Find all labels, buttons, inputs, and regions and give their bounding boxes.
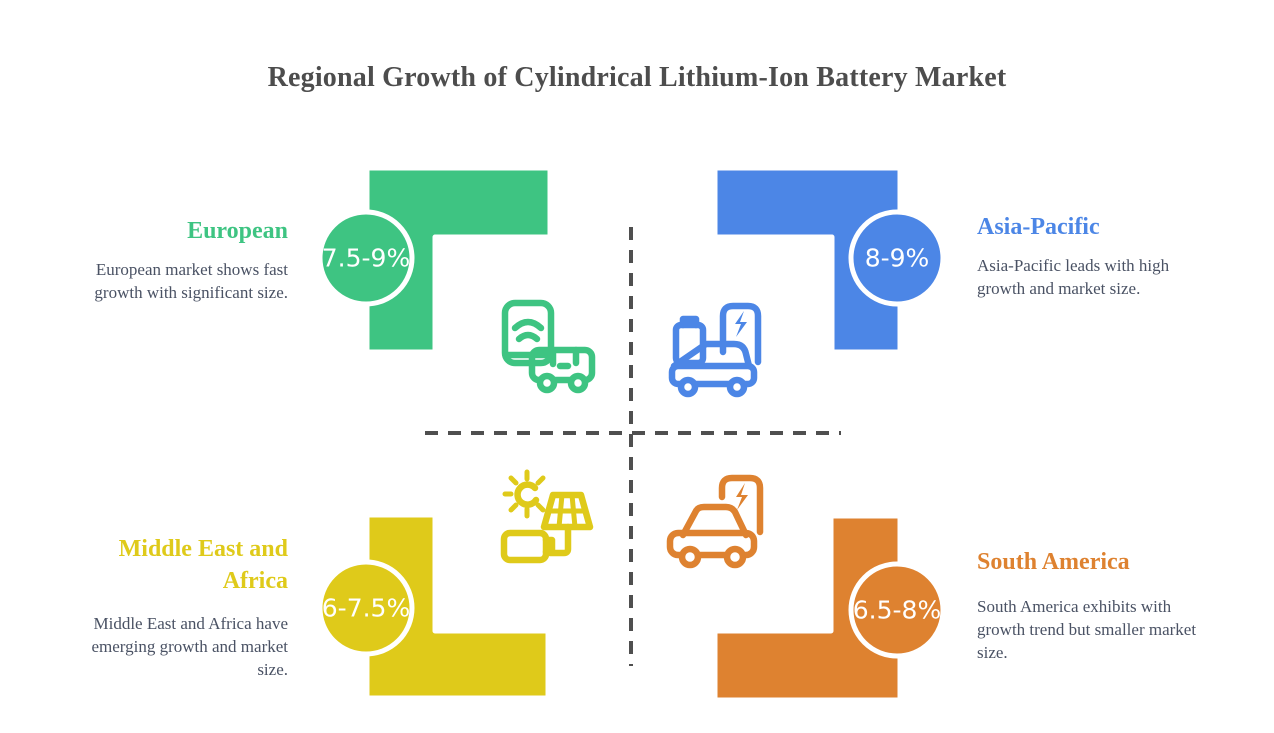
quadrant-european-description: European market shows fast growth with s… xyxy=(94,260,288,302)
quadrant-south-america-title: South America xyxy=(977,549,1130,575)
european-rate-circle xyxy=(317,209,415,307)
quadrant-middle-east-africa-title: Middle East and Africa xyxy=(118,536,288,595)
quadrant-south-america-description: South America exhibits with growth trend… xyxy=(977,597,1197,662)
south-america-rate-circle xyxy=(848,561,946,659)
solar-panel-battery-icon xyxy=(500,469,594,564)
quadrant-european-rate: 7.5-9% xyxy=(321,243,411,273)
asia-pacific-rate-circle xyxy=(848,209,946,307)
car-charging-station-icon xyxy=(666,474,764,569)
quadrant-asia-pacific-rate: 8-9% xyxy=(864,243,930,273)
quadrant-south-america-rate: 6.5-8% xyxy=(852,595,942,625)
quadrant-asia-pacific-title: Asia-Pacific xyxy=(977,214,1100,240)
middle-east-africa-rate-circle xyxy=(317,559,415,657)
south-america-shape xyxy=(712,513,903,703)
quadrant-european-title: European xyxy=(187,218,288,244)
battery-ev-charging-icon xyxy=(668,302,762,398)
quadrant-middle-east-africa-rate: 6-7.5% xyxy=(321,593,411,623)
european-shape xyxy=(364,165,553,355)
asia-pacific-shape xyxy=(712,165,903,355)
page-title: Regional Growth of Cylindrical Lithium-I… xyxy=(267,62,1007,93)
phone-wifi-van-icon xyxy=(501,299,596,394)
quadrant-asia-pacific-description: Asia-Pacific leads with high growth and … xyxy=(977,256,1170,298)
middle-east-africa-shape xyxy=(364,512,551,701)
quadrant-middle-east-africa-description: Middle East and Africa have emerging gro… xyxy=(91,614,288,679)
